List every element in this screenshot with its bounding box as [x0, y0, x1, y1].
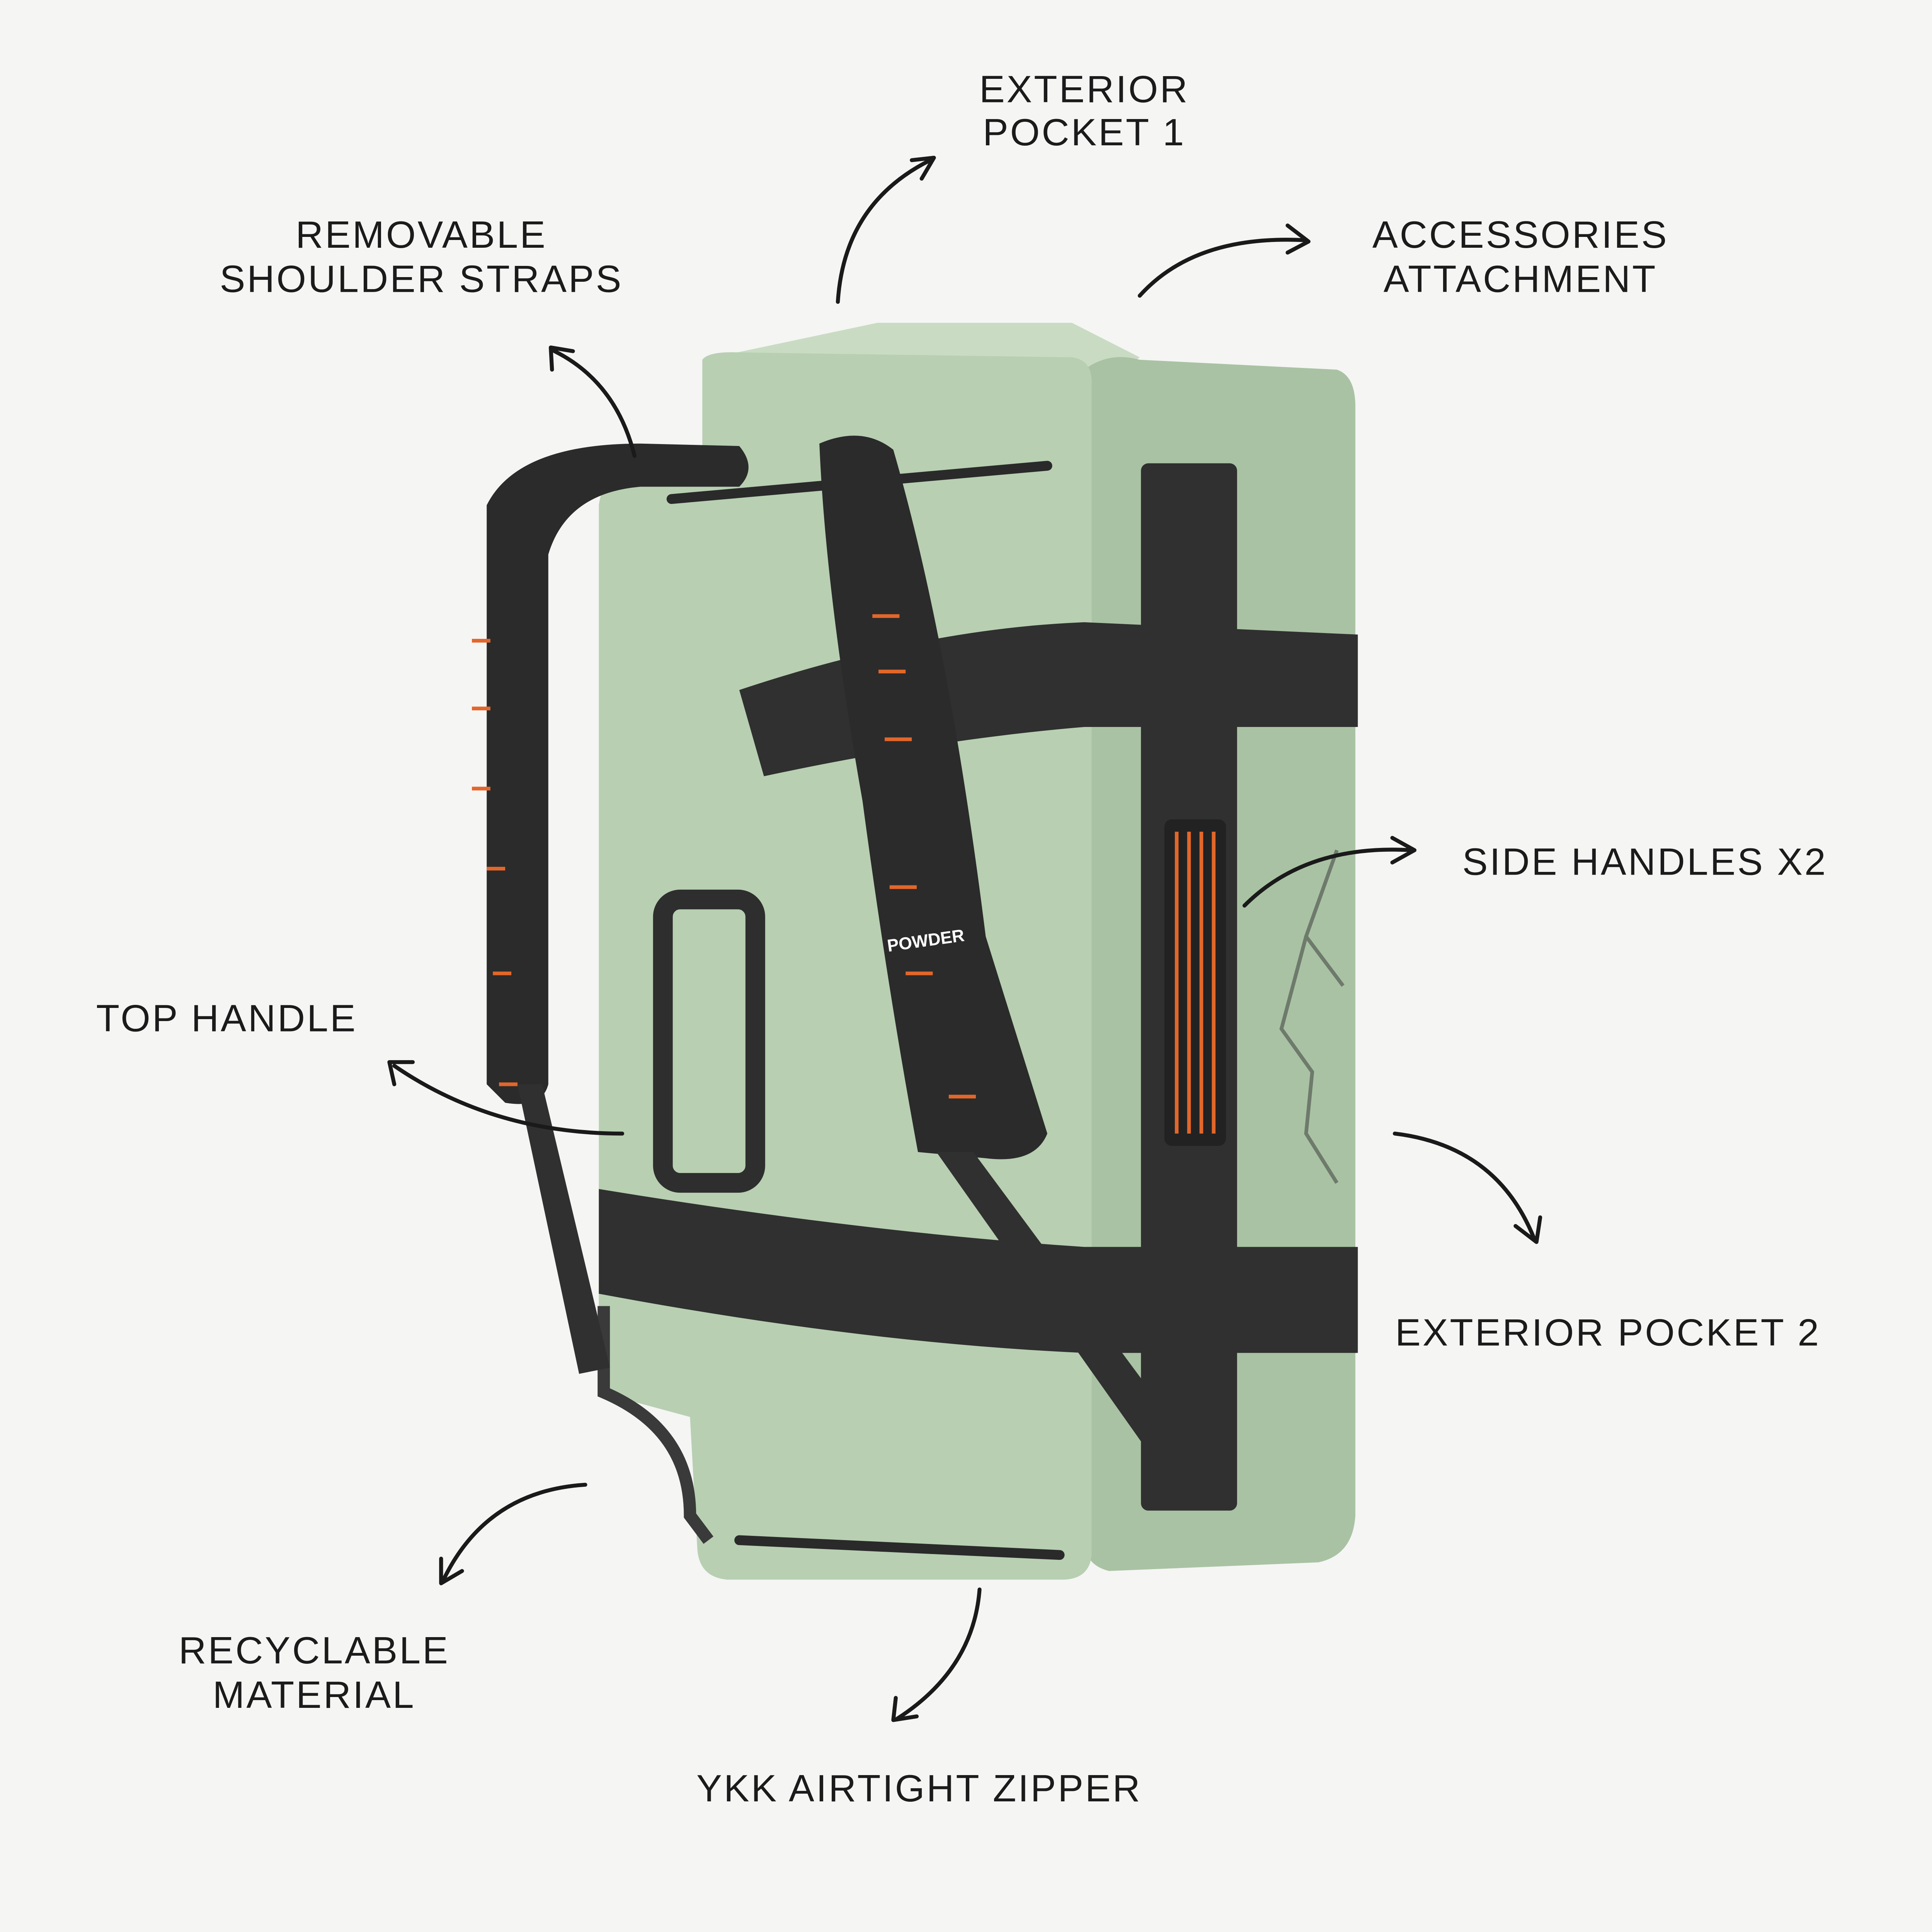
arrow-shoulder-straps — [548, 345, 637, 458]
duffel-bag: POWDER — [472, 323, 1358, 1580]
right-strap-webbing — [936, 1152, 1220, 1510]
annotation-arrows — [387, 155, 1542, 1722]
side-handle-stitching — [1175, 831, 1216, 1134]
front-border-trim — [597, 1306, 713, 1544]
label-top-handle: TOP HANDLE — [96, 997, 357, 1039]
label-recyclable-line2: MATERIAL — [213, 1673, 415, 1716]
arrow-top-handle — [387, 1060, 625, 1136]
left-shoulder-strap — [487, 443, 749, 1104]
top-handle — [653, 889, 765, 1193]
left-strap-webbing — [517, 1084, 610, 1374]
side-handle — [1164, 819, 1226, 1146]
label-accessories-line1: ACCESSORIES — [1372, 213, 1669, 256]
arrow-zipper — [891, 1587, 982, 1722]
label-exterior-pocket-2: EXTERIOR POCKET 2 — [1395, 1311, 1821, 1353]
label-shoulder-straps-line2: SHOULDER STRAPS — [220, 258, 623, 300]
label-side-handles: SIDE HANDLES X2 — [1462, 841, 1828, 883]
label-exterior-pocket-1-line2: POCKET 1 — [983, 111, 1186, 153]
label-accessories-line2: ATTACHMENT — [1384, 258, 1657, 300]
arrow-accessories — [1137, 223, 1311, 298]
bottom-zipper — [734, 1535, 1065, 1560]
strap-ladder-loops — [472, 614, 976, 1099]
label-exterior-pocket-1-line1: EXTERIOR — [979, 68, 1189, 111]
arrow-exterior-pocket-2 — [1392, 1131, 1542, 1244]
arrow-exterior-pocket-1 — [836, 155, 936, 304]
feature-labels: EXTERIOR POCKET 1 REMOVABLE SHOULDER STR… — [96, 68, 1828, 1809]
bag-logo-mark — [1279, 849, 1345, 1184]
label-shoulder-straps-line1: REMOVABLE — [296, 213, 547, 256]
arrow-recyclable — [439, 1483, 587, 1585]
label-recyclable-line1: RECYCLABLE — [179, 1629, 449, 1672]
label-ykk-zipper: YKK AIRTIGHT ZIPPER — [696, 1767, 1142, 1809]
arrow-side-handles — [1242, 836, 1417, 908]
